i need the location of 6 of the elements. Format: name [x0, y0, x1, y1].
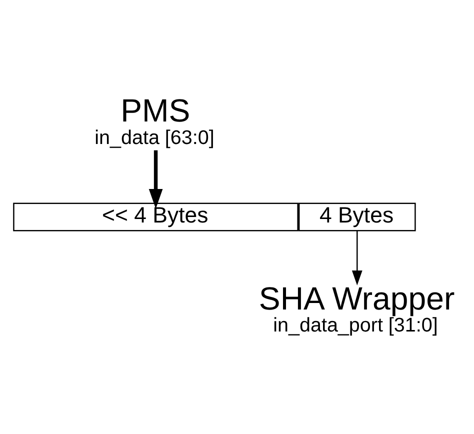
- arrow: [148, 150, 163, 209]
- arrow: [352, 230, 362, 286]
- node-text: PMS in_data [63:0]: [94, 92, 214, 149]
- node-box: << 4 Bytes: [13, 202, 298, 232]
- node-box: 4 Bytes: [298, 202, 416, 232]
- node-text: SHA Wrapper in_data_port [31:0]: [258, 280, 455, 337]
